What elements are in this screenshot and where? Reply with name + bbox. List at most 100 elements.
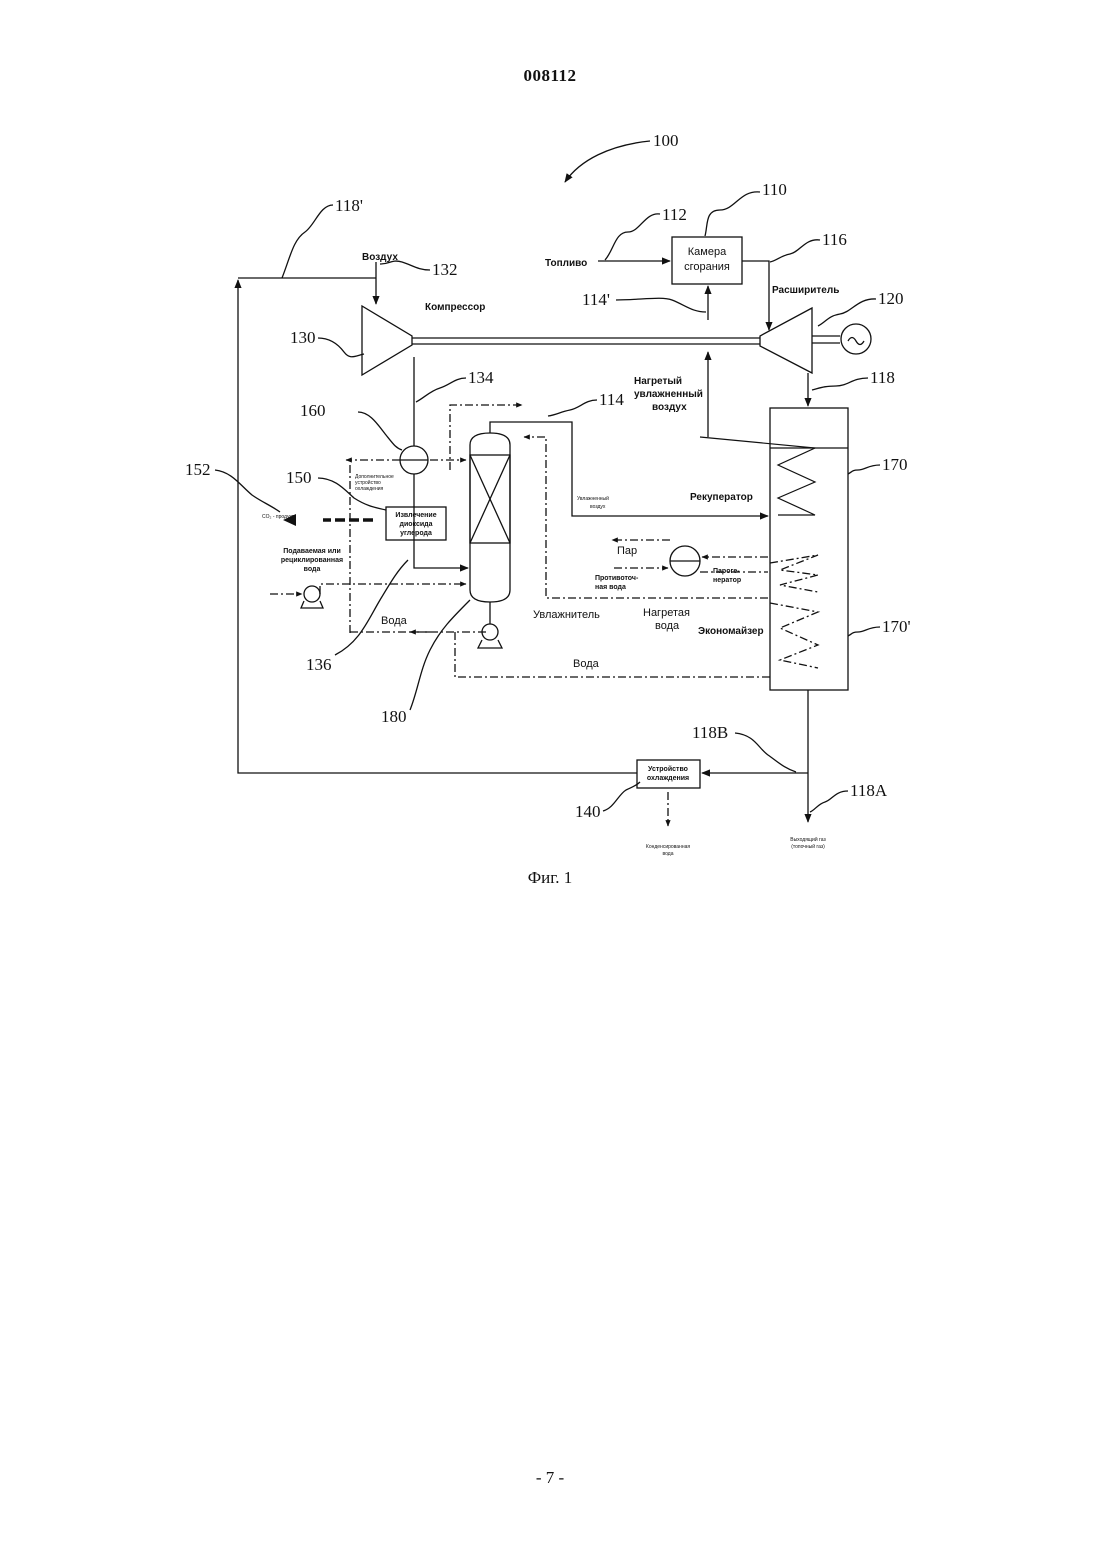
ref-136: 136 bbox=[306, 655, 332, 674]
ref-140: 140 bbox=[575, 802, 601, 821]
label-co2-product: CO₂ - продукт bbox=[262, 514, 295, 520]
leader-114 bbox=[548, 400, 597, 416]
leader-110 bbox=[705, 192, 760, 236]
label-expander: Расширитель bbox=[772, 285, 839, 296]
label-extra-cooler-2: устройство bbox=[355, 479, 381, 486]
co2-removal-label-1: Извлечение bbox=[395, 512, 436, 519]
label-water-upper: Вода bbox=[381, 615, 408, 627]
economizer-coil bbox=[770, 603, 818, 668]
label-countercurrent-2: ная вода bbox=[595, 584, 626, 591]
text-labels: Воздух Компрессор Топливо Расширитель На… bbox=[262, 252, 839, 857]
leader-160 bbox=[358, 412, 402, 450]
ref-114: 114 bbox=[599, 390, 624, 409]
compressor-symbol bbox=[362, 306, 412, 375]
leader-134 bbox=[416, 378, 466, 402]
leader-116 bbox=[770, 240, 820, 262]
label-heated-air-3: воздух bbox=[652, 402, 687, 413]
leader-140 bbox=[603, 782, 640, 811]
generator bbox=[812, 324, 871, 354]
humidifier-column bbox=[470, 433, 510, 648]
label-feed-water-1: Подаваемая или bbox=[283, 548, 341, 555]
label-heated-air-2: увлажненный bbox=[634, 389, 703, 400]
leader-136 bbox=[335, 560, 408, 655]
leader-lines bbox=[215, 141, 880, 812]
feed-water-to-humidifier-line bbox=[320, 584, 466, 594]
expander-symbol bbox=[760, 308, 812, 373]
steam-generator-coil bbox=[770, 555, 818, 592]
leader-118b bbox=[735, 733, 796, 772]
leader-100 bbox=[565, 141, 650, 182]
leader-180 bbox=[410, 600, 470, 710]
generator-tilde-icon bbox=[848, 338, 864, 345]
label-fuel: Топливо bbox=[545, 258, 587, 269]
ref-118a: 118A bbox=[850, 781, 888, 800]
label-heated-air-1: Нагретый bbox=[634, 376, 682, 387]
ref-110: 110 bbox=[762, 180, 787, 199]
compressor bbox=[362, 306, 760, 375]
cooler-box bbox=[637, 760, 700, 788]
co2-removal-label-2: диоксида bbox=[400, 521, 433, 528]
label-compressor: Компрессор bbox=[425, 302, 485, 313]
ref-160: 160 bbox=[300, 401, 326, 420]
label-steam-gen-1: Пароге- bbox=[713, 568, 740, 575]
label-humidified-air-1: Увлажненный bbox=[577, 495, 609, 502]
label-heated-water-2: вода bbox=[655, 620, 680, 632]
label-flue-gas-1: Выходящий газ bbox=[790, 836, 826, 843]
co2-removal-unit: Извлечение диоксида углерода bbox=[386, 507, 446, 540]
ref-180: 180 bbox=[381, 707, 407, 726]
label-feed-water-2: рециклированная bbox=[281, 557, 343, 564]
water-spray-line bbox=[450, 405, 522, 470]
combustion-gas-line bbox=[742, 261, 769, 330]
leader-170 bbox=[848, 465, 880, 474]
co2-removal-label-3: углерода bbox=[400, 530, 432, 537]
cooler-label-1: Устройство bbox=[648, 765, 688, 773]
leader-118 bbox=[812, 378, 868, 390]
ref-118b: 118B bbox=[692, 723, 728, 742]
label-condensed-2: вода bbox=[663, 851, 674, 857]
ref-152: 152 bbox=[185, 460, 211, 479]
label-steam: Пар bbox=[617, 545, 637, 557]
ref-100: 100 bbox=[653, 131, 679, 150]
figure-caption: Фиг. 1 bbox=[0, 868, 1100, 888]
label-humidified-air-2: воздух bbox=[590, 504, 606, 510]
water-lines bbox=[270, 405, 770, 826]
label-flue-gas-2: (топочный газ) bbox=[791, 843, 825, 850]
leader-112 bbox=[605, 214, 660, 260]
ref-170: 170 bbox=[882, 455, 908, 474]
humidifier-pump-base bbox=[478, 640, 502, 648]
ref-132: 132 bbox=[432, 260, 458, 279]
leader-130 bbox=[318, 338, 364, 357]
label-water-lower: Вода bbox=[573, 658, 600, 670]
label-air: Воздух bbox=[362, 252, 398, 263]
leader-170p bbox=[848, 627, 880, 636]
recuperator-coil bbox=[700, 437, 815, 515]
ref-120: 120 bbox=[878, 289, 904, 308]
ref-134: 134 bbox=[468, 368, 494, 387]
heat-recovery-unit bbox=[700, 408, 848, 690]
leader-120 bbox=[818, 299, 876, 326]
ref-114p: 114' bbox=[582, 290, 610, 309]
ref-112: 112 bbox=[662, 205, 687, 224]
leader-118a bbox=[810, 791, 848, 812]
label-heated-water-1: Нагретая bbox=[643, 607, 690, 619]
ref-170p: 170' bbox=[882, 617, 911, 636]
leader-152 bbox=[215, 470, 280, 512]
combustor: Камера сгорания bbox=[672, 237, 742, 284]
label-economizer: Экономайзер bbox=[698, 626, 764, 637]
ref-150: 150 bbox=[286, 468, 312, 487]
recycle-return-line bbox=[238, 280, 637, 773]
combustor-label-1: Камера bbox=[688, 246, 727, 258]
combustor-label-2: сгорания bbox=[684, 261, 730, 273]
ref-118p: 118' bbox=[335, 196, 363, 215]
label-recuperator: Рекуператор bbox=[690, 492, 753, 503]
label-condensed-1: Конденсированная bbox=[646, 844, 690, 850]
humidifier-vessel bbox=[470, 433, 510, 602]
label-steam-gen-2: нератор bbox=[713, 577, 741, 584]
label-feed-water-3: вода bbox=[304, 566, 321, 573]
label-countercurrent-1: Противоточ- bbox=[595, 575, 639, 582]
bottom-water-to-economizer-line bbox=[455, 632, 770, 677]
page-number: - 7 - bbox=[0, 1468, 1100, 1488]
ref-118: 118 bbox=[870, 368, 895, 387]
process-flow-diagram: Камера сгорания Извлечение диоксида угле… bbox=[0, 0, 1100, 900]
label-extra-cooler-3: охлаждения bbox=[355, 486, 384, 492]
